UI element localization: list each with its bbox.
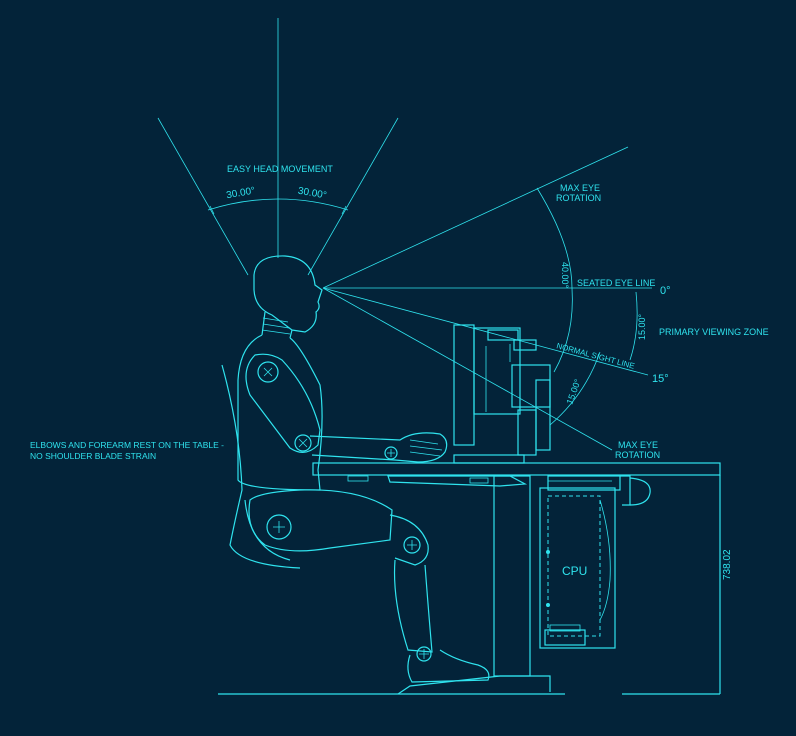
cpu-tower — [539, 487, 616, 649]
angle-40-label: 40.00° — [560, 262, 570, 289]
angle-15-top-label: 15.00° — [637, 313, 647, 340]
head-movement-cone — [157, 18, 399, 276]
desk-height-dimension: 738.02 — [722, 549, 733, 580]
zero-deg-label: 0° — [660, 285, 671, 297]
max-eye-rotation-top-2: ROTATION — [556, 193, 601, 203]
angle-left-label: 30.00° — [226, 185, 257, 201]
desk — [312, 462, 721, 694]
sight-lines — [322, 146, 652, 451]
angle-right-label: 30.00° — [297, 186, 328, 202]
fifteen-deg-label: 15° — [652, 373, 669, 385]
primary-viewing-zone-label: PRIMARY VIEWING ZONE — [659, 327, 769, 337]
chair — [221, 364, 301, 569]
cpu-label: CPU — [562, 564, 587, 578]
easy-head-movement-label: EASY HEAD MOVEMENT — [227, 164, 333, 174]
normal-sight-line-label: NORMAL SIGHT LINE — [555, 341, 635, 371]
max-eye-rotation-top-1: MAX EYE — [560, 183, 600, 193]
elbows-note-line1: ELBOWS AND FOREARM REST ON THE TABLE - — [30, 440, 224, 450]
monitor — [453, 324, 551, 464]
elbows-note-line2: NO SHOULDER BLADE STRAIN — [30, 451, 156, 461]
footrest — [397, 675, 551, 695]
max-eye-rotation-bottom-2: ROTATION — [615, 450, 660, 460]
seated-eye-line-label: SEATED EYE LINE — [577, 278, 655, 288]
max-eye-rotation-bottom-1: MAX EYE — [618, 440, 658, 450]
mannequin — [237, 255, 490, 683]
